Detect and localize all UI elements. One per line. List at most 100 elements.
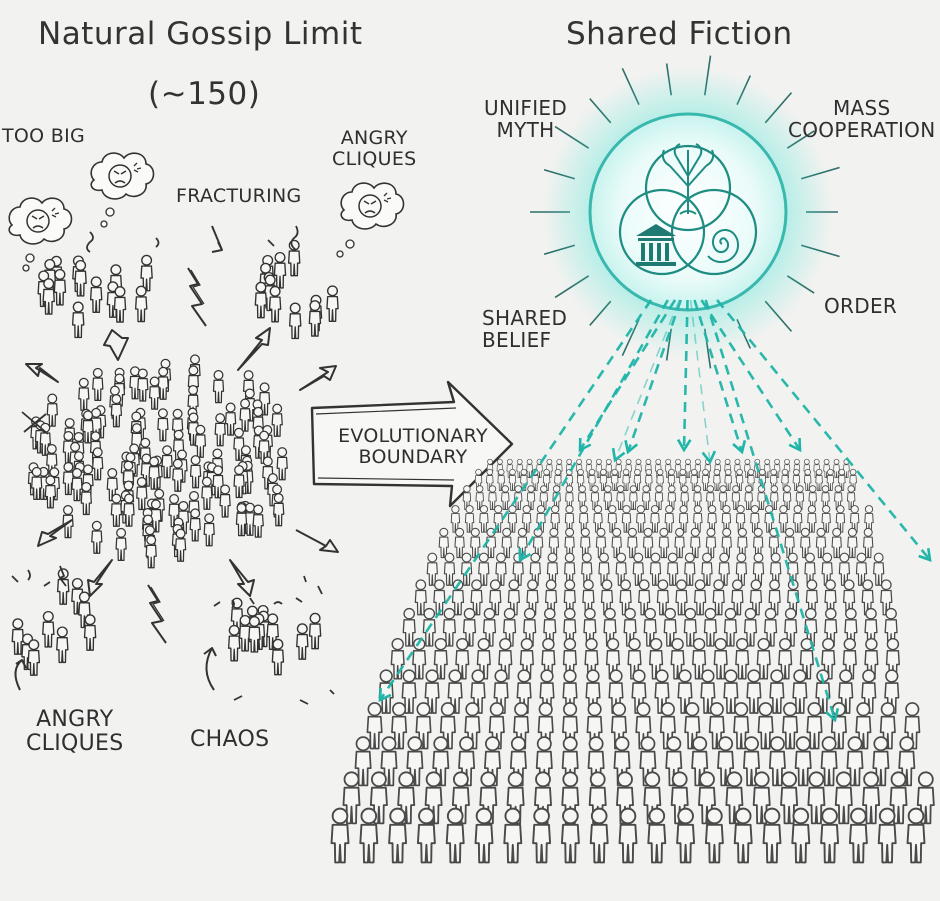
person-icon: [80, 481, 92, 516]
person-icon: [287, 239, 301, 277]
person-icon: [833, 458, 840, 479]
person-icon: [674, 527, 685, 559]
person-icon: [684, 458, 692, 479]
person-icon: [684, 552, 696, 586]
person-icon: [693, 579, 707, 616]
person-icon: [268, 285, 282, 323]
angry-face-icon: [90, 152, 155, 200]
person-icon: [115, 527, 127, 562]
person-icon: [647, 807, 667, 864]
fiction-beams: [378, 299, 932, 723]
person-icon: [667, 552, 679, 586]
person-icon: [172, 458, 184, 492]
label-mass-cooperation: MASS COOPERATION: [788, 96, 936, 142]
person-icon: [239, 398, 251, 432]
person-icon: [508, 468, 517, 491]
person-icon: [847, 527, 858, 559]
person-icon: [194, 424, 207, 458]
angry-face-icon: [340, 182, 405, 230]
person-icon: [203, 513, 215, 547]
scribble-marks: [11, 225, 335, 705]
person-icon: [503, 807, 523, 864]
person-icon: [641, 485, 651, 510]
person-icon: [831, 527, 842, 559]
fracture-arrows: [14, 225, 339, 691]
person-icon: [113, 286, 127, 323]
left-title: Natural Gossip Limit: [38, 16, 363, 52]
person-icon: [560, 807, 580, 864]
left-subtitle: (~150): [148, 76, 261, 112]
person-icon: [627, 527, 638, 559]
person-icon: [807, 505, 817, 533]
person-icon: [402, 607, 416, 647]
person-icon: [650, 505, 660, 533]
person-icon: [414, 579, 427, 616]
right-crowd: [330, 458, 935, 864]
person-icon: [733, 807, 753, 864]
person-icon: [532, 807, 552, 864]
person-icon: [658, 527, 670, 559]
person-icon: [723, 607, 738, 647]
person-icon: [271, 403, 283, 437]
person-icon: [605, 458, 613, 479]
person-icon: [235, 503, 248, 537]
person-icon: [388, 807, 408, 864]
person-icon: [296, 623, 309, 660]
label-chaos: CHAOS: [190, 727, 270, 752]
person-icon: [91, 520, 103, 554]
person-icon: [157, 408, 169, 442]
person-icon: [56, 626, 69, 664]
person-icon: [674, 458, 682, 479]
person-icon: [848, 807, 868, 864]
temple-icon: [636, 224, 676, 266]
person-icon: [834, 771, 853, 825]
person-icon: [815, 468, 823, 491]
person-icon: [676, 807, 696, 864]
person-icon: [820, 807, 840, 864]
person-icon: [134, 285, 148, 323]
person-icon: [31, 466, 43, 501]
person-icon: [746, 669, 762, 714]
person-icon: [443, 552, 456, 586]
person-icon: [821, 505, 831, 533]
person-icon: [762, 807, 782, 864]
person-icon: [744, 485, 753, 510]
angry-face-icon: [8, 197, 73, 245]
person-icon: [675, 579, 688, 616]
person-icon: [330, 807, 350, 864]
person-icon: [276, 447, 288, 481]
person-icon: [201, 476, 213, 510]
person-icon: [189, 455, 202, 489]
person-icon: [757, 485, 766, 510]
person-icon: [214, 413, 226, 447]
label-fracturing: FRACTURING: [176, 185, 302, 207]
person-icon: [53, 268, 67, 306]
person-icon: [326, 285, 339, 322]
person-icon: [416, 807, 436, 864]
person-icon: [649, 552, 662, 586]
person-icon: [445, 807, 465, 864]
person-icon: [273, 251, 287, 289]
person-icon: [589, 807, 609, 864]
person-icon: [516, 458, 523, 479]
person-icon: [701, 552, 713, 586]
person-icon: [501, 527, 512, 559]
person-icon: [271, 638, 285, 676]
person-icon: [823, 458, 830, 479]
tree-icon: [661, 143, 715, 215]
person-icon: [615, 458, 622, 479]
person-icon: [308, 300, 322, 337]
person-icon: [478, 552, 490, 586]
person-icon: [770, 485, 779, 510]
person-icon: [793, 505, 803, 533]
person-icon: [815, 527, 827, 559]
person-icon: [791, 807, 811, 864]
spiral-icon: [707, 228, 739, 263]
person-icon: [474, 807, 494, 864]
person-icon: [735, 637, 750, 680]
person-icon: [359, 807, 379, 864]
person-icon: [488, 485, 497, 510]
person-icon: [71, 301, 85, 339]
person-icon: [252, 504, 264, 538]
